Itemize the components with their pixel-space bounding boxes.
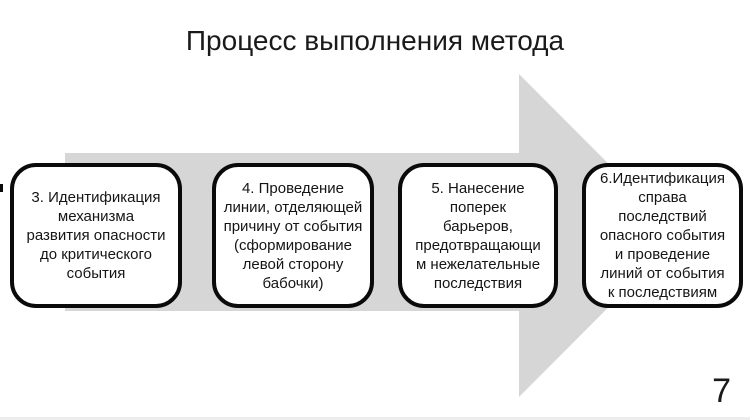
process-step-5-text: 5. Нанесение поперек барьеров, предотвра…: [415, 179, 541, 292]
clipped-shape-artifact: [0, 184, 3, 192]
process-step-4-box: 4. Проведение линии, отделяющей причину …: [212, 163, 374, 308]
process-step-5-box: 5. Нанесение поперек барьеров, предотвра…: [398, 163, 558, 308]
process-step-6-text: 6.Идентификация справа последствий опасн…: [599, 170, 726, 301]
bottom-edge-shading: [0, 417, 750, 420]
process-step-3-text: 3. Идентификация механизма развития опас…: [26, 189, 166, 282]
slide-title: Процесс выполнения метода: [185, 25, 565, 56]
process-step-3-box: 3. Идентификация механизма развития опас…: [10, 163, 182, 308]
slide-page-number: 7: [712, 372, 731, 410]
process-step-6-box: 6.Идентификация справа последствий опасн…: [582, 163, 743, 308]
process-step-4-text: 4. Проведение линии, отделяющей причину …: [223, 179, 363, 292]
